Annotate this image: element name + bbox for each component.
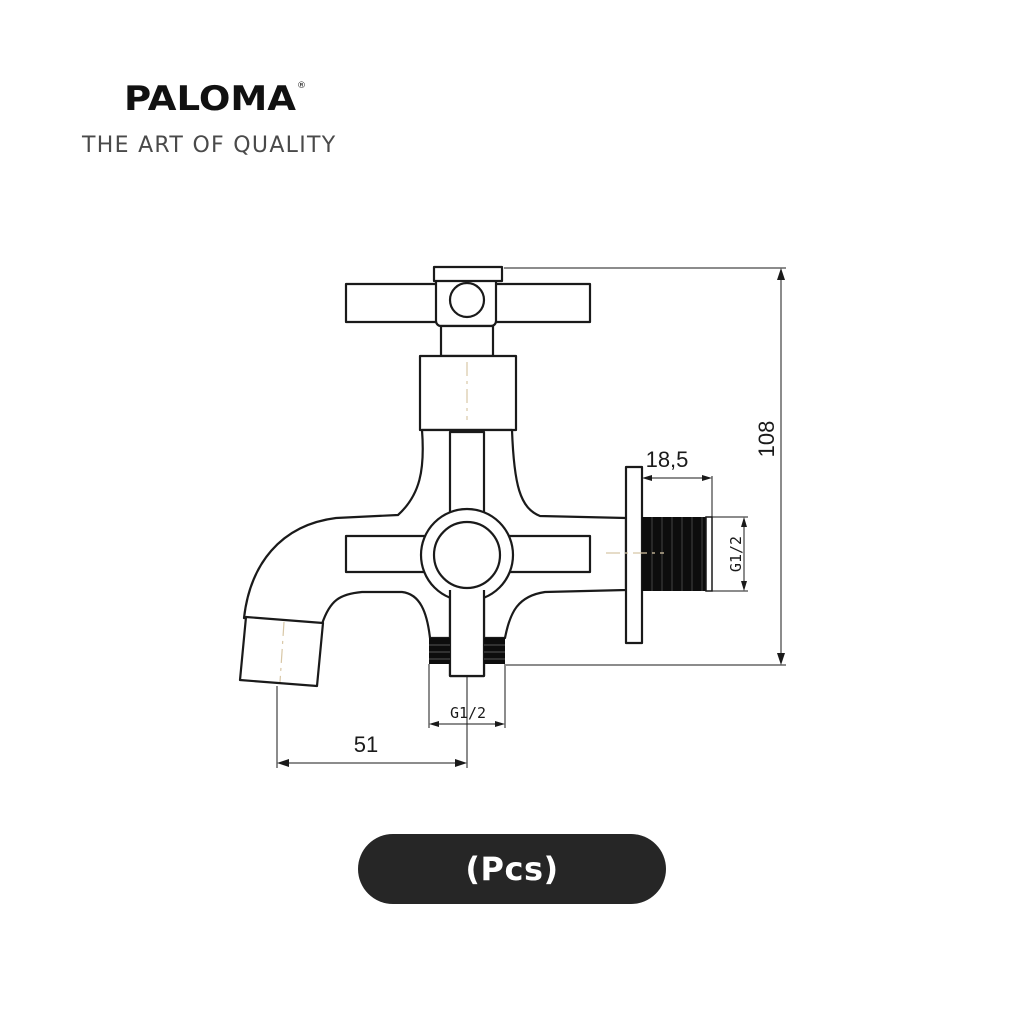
dim-bottom-thread-size: G1/2 [450,704,486,722]
dim-wall-thread-size: G1/2 [727,536,745,572]
dim-spout-reach: 51 [354,732,378,757]
unit-badge[interactable]: (Pcs) [358,834,666,904]
top-handle-cap [448,281,486,319]
bottom-thread [429,638,505,664]
brand-name: PALOMA [124,79,297,119]
brand-logo: PALOMA ® [124,72,314,122]
brand-tagline: THE ART OF QUALITY [82,133,337,158]
bonnet [418,354,518,432]
center-hub [432,520,502,590]
stem [439,324,495,358]
registered-mark: ® [297,81,306,91]
wall-thread [642,516,713,592]
top-handle-cap-top [432,265,504,283]
dim-total-height: 108 [754,421,779,458]
dim-wall-thread-length: 18,5 [646,447,689,472]
wall-flange [624,465,644,645]
